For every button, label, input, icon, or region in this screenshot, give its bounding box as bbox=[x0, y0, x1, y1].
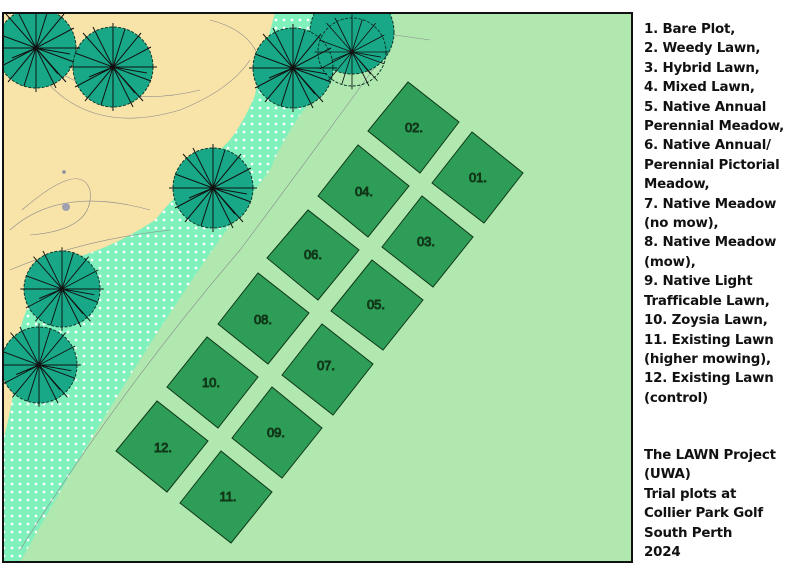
trees bbox=[3, 13, 395, 408]
map-frame bbox=[2, 12, 633, 563]
legend-line: Perennial Pictorial bbox=[644, 157, 780, 173]
plot-label: 07. bbox=[317, 358, 335, 373]
plot-04[interactable]: 04. bbox=[317, 144, 410, 238]
plot-label: 01. bbox=[469, 170, 487, 185]
legend-line: (mow), bbox=[644, 254, 696, 270]
sprinkler-marker bbox=[62, 203, 70, 211]
plot-label: 10. bbox=[202, 375, 220, 390]
plot-label: 04. bbox=[355, 184, 373, 199]
legend-line: 3. Hybrid Lawn, bbox=[644, 60, 760, 76]
project-caption: The LAWN Project (UWA) Trial plots at Co… bbox=[644, 446, 792, 562]
plot-10[interactable]: 10. bbox=[166, 336, 259, 429]
legend-line: 8. Native Meadow bbox=[644, 235, 777, 251]
legend-line: 2. Weedy Lawn, bbox=[644, 41, 761, 57]
legend-line: (no mow), bbox=[644, 216, 719, 232]
plot-03[interactable]: 03. bbox=[381, 195, 474, 288]
trial-plot-map: 01. 02. 03. 04. 05. 06. bbox=[2, 12, 633, 563]
plot-label: 05. bbox=[367, 297, 385, 312]
plot-09[interactable]: 09. bbox=[231, 386, 323, 479]
plot-label: 02. bbox=[405, 120, 423, 135]
plot-label: 08. bbox=[254, 312, 272, 327]
caption-line: Collier Park Golf bbox=[644, 506, 764, 522]
plot-01[interactable]: 01. bbox=[431, 131, 524, 224]
caption-line: The LAWN Project bbox=[644, 448, 776, 463]
caption-line: 2024 bbox=[644, 545, 681, 561]
plot-legend: 1. Bare Plot, 2. Weedy Lawn, 3. Hybrid L… bbox=[644, 20, 792, 408]
legend-line: 6. Native Annual/ bbox=[644, 138, 771, 154]
plot-07[interactable]: 07. bbox=[281, 323, 374, 416]
legend-line: Trafficable Lawn, bbox=[644, 293, 770, 309]
plot-05[interactable]: 05. bbox=[330, 259, 424, 351]
plot-label: 12. bbox=[154, 440, 172, 455]
plot-label: 09. bbox=[267, 425, 285, 440]
legend-line: (control) bbox=[644, 390, 708, 406]
legend-line: 10. Zoysia Lawn, bbox=[644, 313, 768, 329]
plot-02[interactable]: 02. bbox=[367, 81, 460, 174]
plot-label: 11. bbox=[219, 489, 236, 504]
caption-line: Trial plots at bbox=[644, 486, 737, 502]
caption-line: South Perth bbox=[644, 525, 733, 541]
legend-line: 1. Bare Plot, bbox=[644, 22, 736, 37]
plot-06[interactable]: 06. bbox=[266, 209, 360, 301]
legend-line: 5. Native Annual bbox=[644, 99, 767, 115]
legend-line: Meadow, bbox=[644, 177, 710, 193]
legend-line: Perennial Meadow, bbox=[644, 119, 784, 135]
plot-12[interactable]: 12. bbox=[115, 400, 209, 493]
legend-line: 4. Mixed Lawn, bbox=[644, 80, 755, 96]
caption-line: (UWA) bbox=[644, 467, 691, 483]
survey-marker bbox=[62, 170, 66, 174]
legend-line: 7. Native Meadow bbox=[644, 196, 777, 212]
sand-area bbox=[3, 13, 275, 440]
legend-line: 9. Native Light bbox=[644, 274, 753, 290]
trial-plots: 01. 02. 03. 04. 05. 06. bbox=[115, 81, 524, 544]
plot-11[interactable]: 11. bbox=[179, 450, 273, 544]
plot-08[interactable]: 08. bbox=[217, 272, 310, 365]
legend-line: 12. Existing Lawn bbox=[644, 371, 774, 387]
legend-line: (higher mowing), bbox=[644, 351, 771, 367]
plot-label: 06. bbox=[304, 247, 322, 262]
legend-line: 11. Existing Lawn bbox=[644, 332, 774, 348]
plot-label: 03. bbox=[417, 234, 435, 249]
